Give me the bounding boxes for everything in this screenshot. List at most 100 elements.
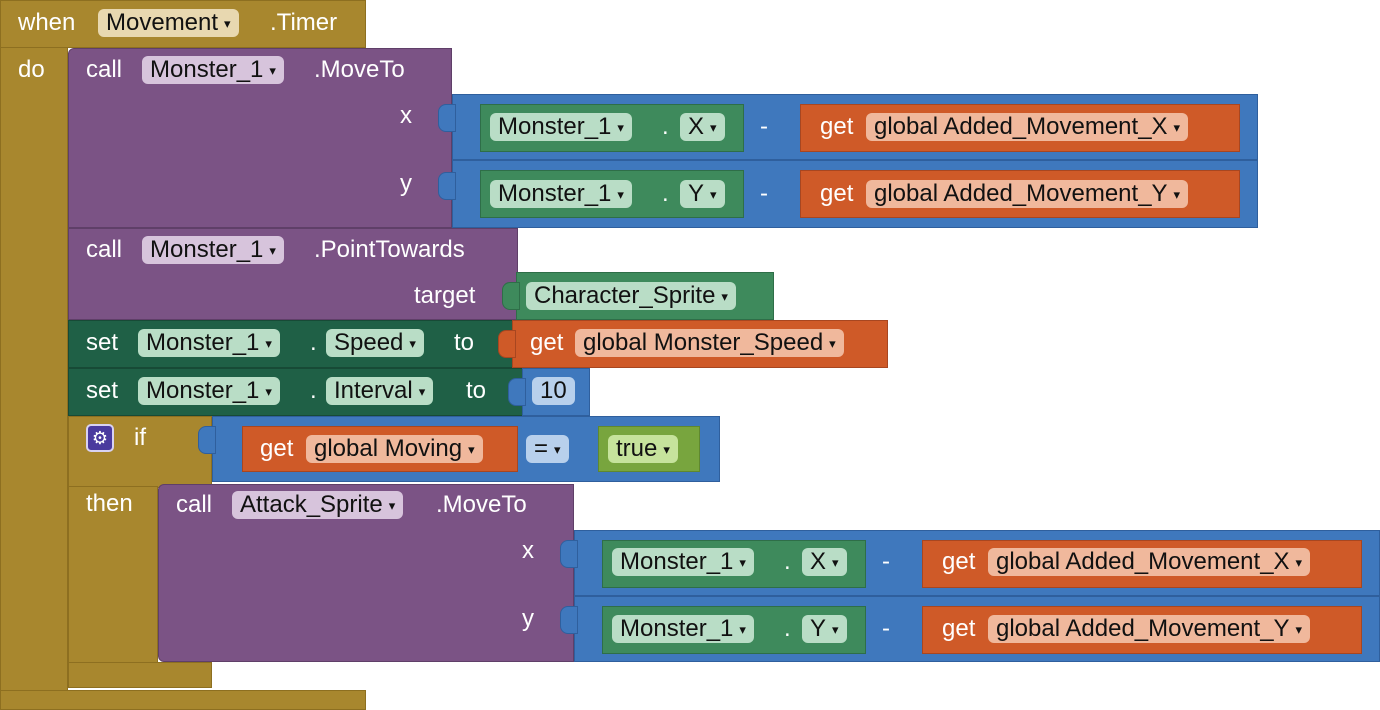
chevron-down-icon: ▾ (832, 621, 839, 637)
boolean-dropdown[interactable]: true ▾ (608, 435, 678, 463)
operator-label: - (760, 113, 768, 140)
move-to-component-dropdown[interactable]: Monster_1 ▾ (142, 56, 284, 84)
variable-name: global Added_Movement_X (996, 548, 1290, 575)
chevron-down-icon: ▾ (1295, 554, 1303, 570)
component-dropdown[interactable]: Monster_1 ▾ (138, 329, 280, 357)
gear-icon[interactable]: ⚙ (86, 424, 114, 452)
property-dropdown[interactable]: X▾ (680, 113, 725, 141)
component-dropdown[interactable]: Monster_1▾ (612, 615, 754, 643)
dot-label: . (310, 329, 317, 356)
chevron-down-icon: ▾ (663, 441, 670, 457)
set-label: set (86, 377, 119, 404)
chevron-down-icon: ▾ (265, 383, 272, 399)
method-label: .MoveTo (314, 56, 405, 83)
socket-notch (560, 606, 578, 634)
chevron-down-icon: ▾ (265, 335, 272, 351)
get-label: get (260, 435, 294, 462)
component-name: Monster_1 (150, 236, 264, 263)
variable-dropdown[interactable]: global Added_Movement_Y▾ (866, 180, 1189, 208)
operator-label: - (760, 180, 768, 207)
property-name: X (688, 113, 705, 140)
set-speed-block[interactable] (68, 320, 514, 368)
point-component-dropdown[interactable]: Monster_1 ▾ (142, 236, 284, 264)
socket-notch (502, 282, 520, 310)
component-name: Monster_1 (146, 377, 260, 404)
variable-dropdown[interactable]: global Added_Movement_X ▾ (988, 548, 1311, 576)
component-name: Monster_1 (146, 329, 260, 356)
chevron-down-icon: ▾ (418, 383, 426, 399)
component-dropdown[interactable]: Monster_1 ▾ (490, 180, 632, 208)
event-component-dropdown[interactable]: Movement▾ (98, 9, 239, 37)
property-name: Y (688, 180, 705, 207)
component-dropdown[interactable]: Monster_1▾ (612, 548, 754, 576)
property-dropdown[interactable]: Y▾ (802, 615, 847, 643)
component-name: Monster_1 (620, 548, 734, 575)
method-label: .MoveTo (436, 491, 527, 518)
property-name: Speed (334, 329, 404, 356)
chevron-down-icon: ▾ (617, 186, 624, 202)
operator-dropdown[interactable]: =▾ (526, 435, 569, 463)
event-block-spine (0, 47, 68, 692)
operator-label: - (882, 615, 890, 642)
if-block-bottom (68, 662, 212, 688)
boolean-value: true (616, 435, 658, 462)
get-label: get (820, 180, 854, 207)
call-label: call (176, 491, 213, 518)
component-name: Monster_1 (150, 56, 264, 83)
component-name: Character_Sprite (534, 282, 716, 309)
chevron-down-icon: ▾ (832, 554, 839, 570)
variable-dropdown[interactable]: global Added_Movement_Y▾ (988, 615, 1311, 643)
chevron-down-icon: ▾ (409, 335, 416, 351)
variable-name: global Added_Movement_X (874, 113, 1168, 140)
when-label: when (18, 9, 76, 36)
do-label: do (18, 56, 45, 83)
attack-component-dropdown[interactable]: Attack_Sprite ▾ (232, 491, 404, 519)
dot-label: . (784, 615, 791, 642)
y-label: y (522, 605, 534, 632)
chevron-down-icon: ▾ (269, 242, 276, 258)
component-name: Monster_1 (498, 180, 612, 207)
get-label: get (820, 113, 854, 140)
chevron-down-icon: ▾ (269, 62, 276, 78)
x-label: x (400, 102, 412, 129)
component-name: Attack_Sprite (240, 491, 383, 518)
variable-name: global Monster_Speed (583, 329, 824, 356)
variable-dropdown[interactable]: global Moving▾ (306, 435, 483, 463)
x-label: x (522, 537, 534, 564)
method-label: .PointTowards (314, 236, 465, 263)
property-name: Interval (334, 377, 413, 404)
chevron-down-icon: ▾ (1173, 186, 1181, 202)
component-dropdown[interactable]: Monster_1 ▾ (138, 377, 280, 405)
variable-name: global Added_Movement_Y (996, 615, 1290, 642)
dot-label: . (310, 377, 317, 404)
property-dropdown[interactable]: Interval ▾ (326, 377, 434, 405)
number-field[interactable]: 10 (532, 377, 575, 405)
dot-label: . (784, 548, 791, 575)
socket-notch (560, 540, 578, 568)
operator-label: - (882, 548, 890, 575)
property-name: Y (810, 615, 827, 642)
event-name-label: .Timer (270, 9, 338, 36)
to-label: to (466, 377, 487, 404)
get-label: get (942, 615, 976, 642)
chevron-down-icon: ▾ (721, 288, 728, 304)
property-name: X (810, 548, 827, 575)
component-dropdown[interactable]: Monster_1▾ (490, 113, 632, 141)
property-dropdown[interactable]: Y▾ (680, 180, 725, 208)
set-interval-block[interactable] (68, 368, 524, 416)
chevron-down-icon: ▾ (617, 119, 624, 135)
variable-dropdown[interactable]: global Added_Movement_X▾ (866, 113, 1189, 141)
socket-notch (438, 172, 456, 200)
variable-dropdown[interactable]: global Monster_Speed▾ (575, 329, 844, 357)
get-label: get (942, 548, 976, 575)
y-label: y (400, 170, 412, 197)
socket-notch (438, 104, 456, 132)
chevron-down-icon: ▾ (388, 497, 396, 513)
property-dropdown[interactable]: X▾ (802, 548, 847, 576)
event-block-bottom (0, 690, 366, 710)
to-label: to (454, 329, 475, 356)
socket-notch (508, 378, 526, 406)
target-component-dropdown[interactable]: Character_Sprite ▾ (526, 282, 736, 310)
call-label: call (86, 236, 123, 263)
property-dropdown[interactable]: Speed ▾ (326, 329, 424, 357)
